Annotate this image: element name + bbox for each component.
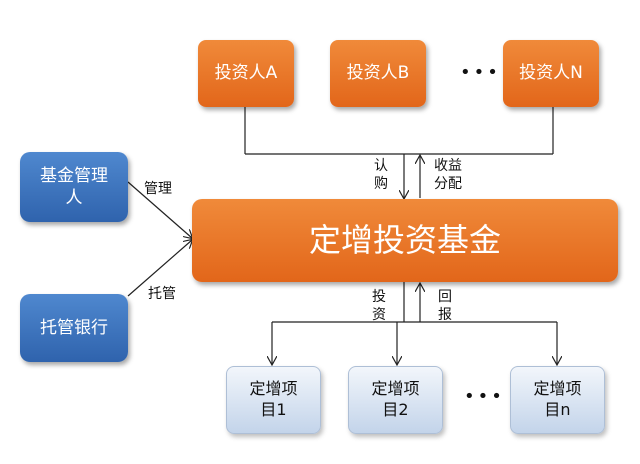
project-n-label: 定增项目n: [533, 379, 582, 419]
project-1-box: 定增项目1: [226, 366, 321, 434]
investor-b-box: 投资人B: [330, 40, 426, 107]
investor-ellipsis: •••: [460, 62, 501, 83]
fund-box: 定增投资基金: [192, 199, 618, 282]
return-label: 回报: [438, 289, 452, 324]
custody-arrow: [127, 240, 192, 297]
investor-a-box: 投资人A: [198, 40, 294, 107]
project-n-box: 定增项目n: [510, 366, 605, 434]
fund-title: 定增投资基金: [308, 220, 501, 259]
custody-label: 托管: [148, 286, 176, 302]
subscribe-label: 认购: [374, 158, 388, 193]
manage-arrow: [127, 181, 192, 238]
project-2-label: 定增项目2: [371, 379, 420, 419]
investor-n-box: 投资人N: [503, 40, 599, 107]
investor-b-label: 投资人B: [346, 63, 410, 84]
fund-manager-label: 基金管理人: [40, 165, 108, 208]
custodian-bank-label: 托管银行: [40, 317, 108, 338]
investor-n-label: 投资人N: [519, 63, 583, 84]
project-2-box: 定增项目2: [348, 366, 443, 434]
investor-a-label: 投资人A: [214, 63, 278, 84]
project-ellipsis: •••: [464, 386, 505, 407]
custodian-bank-box: 托管银行: [20, 294, 128, 362]
fund-manager-box: 基金管理人: [20, 152, 128, 222]
manage-label: 管理: [144, 181, 172, 197]
distribute-label: 收益分配: [434, 158, 462, 193]
project-1-label: 定增项目1: [249, 379, 298, 419]
invest-label: 投资: [372, 289, 386, 324]
